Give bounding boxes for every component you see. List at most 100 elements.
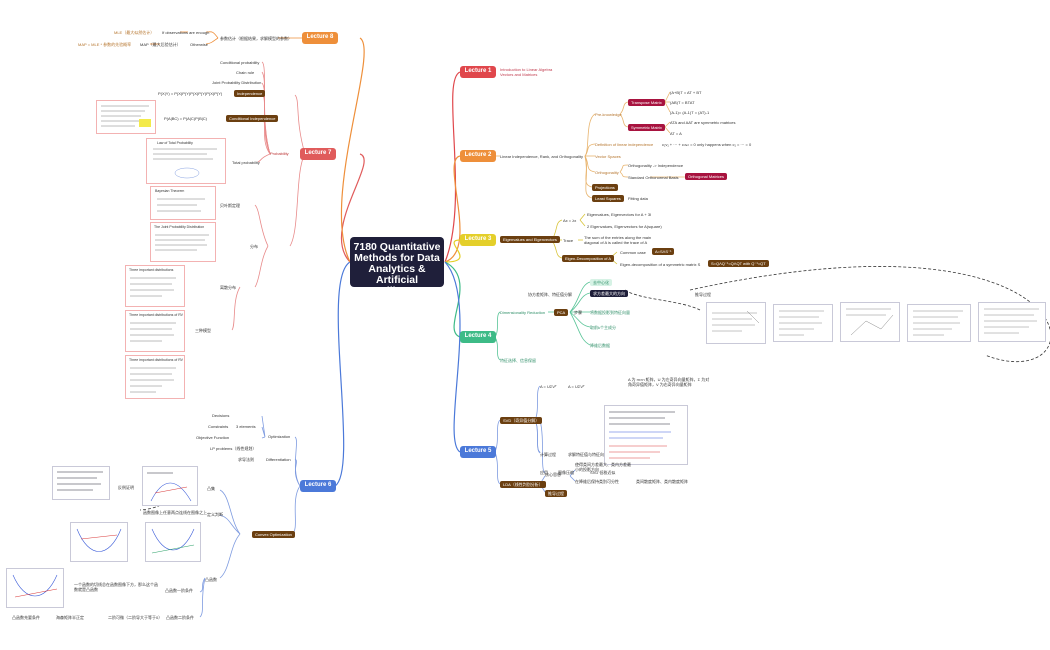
lecture-7-node[interactable]: Lecture 7 bbox=[300, 148, 336, 160]
model-1-title: Three important distributions bbox=[129, 268, 174, 272]
bayes-node[interactable]: 贝叶斯定理 bbox=[220, 203, 240, 208]
orthogonal-matrices-node[interactable]: Orthogonal Matrices bbox=[685, 173, 728, 180]
differentiation-node[interactable]: Differentiation bbox=[266, 457, 291, 462]
transpose-rule-3: (A-1)= (A-1)T = (AT)-1 bbox=[670, 110, 710, 115]
svd-node[interactable]: SVD（奇异值分解） bbox=[500, 417, 543, 424]
dim-reduction-node[interactable]: Dimensionality Reduction bbox=[500, 310, 546, 315]
pca-derivation-image-4 bbox=[907, 304, 971, 342]
map-condition: Otherwise bbox=[190, 42, 209, 47]
first-order-condition[interactable]: 凸函数一阶条件 bbox=[165, 588, 193, 593]
independence-node[interactable]: Independence bbox=[234, 90, 266, 97]
ax-lambda-x[interactable]: Ax = λx bbox=[563, 218, 577, 223]
pca-derivation-image-1 bbox=[706, 302, 766, 344]
decisions-item: Decisions bbox=[212, 413, 230, 418]
svd-formula-1: A = UΣVᵀ bbox=[540, 384, 557, 389]
joint-probability: Joint Probability Distribution bbox=[212, 80, 262, 85]
convex-note: 函数图像上任意两点连线在图像之上 bbox=[143, 510, 207, 515]
second-order-condition[interactable]: 凸函数二阶条件 bbox=[166, 615, 194, 620]
trace-node[interactable]: Trace bbox=[563, 238, 574, 243]
conditional-independence-node[interactable]: Conditional Independence bbox=[226, 115, 279, 122]
lecture-2-node[interactable]: Lecture 2 bbox=[460, 150, 496, 162]
feature-selection-node[interactable]: 特征选择、信息保留 bbox=[500, 358, 536, 363]
eigen-square: 2 Eigenvalues, Eigenvectors for A(square… bbox=[587, 224, 662, 229]
convex-def-node[interactable]: 定义判断 bbox=[207, 512, 223, 517]
conditional-independence-formula: P(A|BC) = P(A|C)P(B|C) bbox=[164, 116, 208, 121]
lecture-1-node[interactable]: Lecture 1 bbox=[460, 66, 496, 78]
three-elements-node[interactable]: 3 elements bbox=[236, 424, 256, 429]
joint-distribution-image: The Joint Probability Distribution bbox=[150, 222, 216, 262]
conditional-probability: Conditional probability bbox=[220, 60, 260, 65]
std-orthonormal-basis: Standard Orthonormal Basis bbox=[628, 175, 679, 180]
lecture-4-node[interactable]: Lecture 4 bbox=[460, 331, 496, 343]
root-topic[interactable]: 7180 Quantitative Methods for Data Analy… bbox=[350, 237, 444, 297]
first-order-description: 一个函数的切线总在函数图像下方，那么这个函数就是凸函数 bbox=[74, 582, 158, 592]
optimization-node[interactable]: Optimization bbox=[268, 434, 291, 439]
transpose-rule-1: (A+B)T = AT + BT bbox=[670, 90, 702, 95]
mle-condition: If observations are enough bbox=[162, 30, 210, 35]
model-3-title: Three important distributions of RV bbox=[129, 358, 184, 362]
vector-spaces-node[interactable]: Vector Spaces bbox=[595, 154, 621, 159]
param-estimation-node[interactable]: 参数估计（根据结果，求解模型的参数） bbox=[220, 36, 292, 41]
pca-note: 协方差矩阵、特征值分解 bbox=[528, 292, 572, 297]
lda-node[interactable]: LDA（线性判别分析） bbox=[500, 481, 546, 488]
least-squares-node[interactable]: Least Squares bbox=[592, 195, 624, 202]
convex-set-node[interactable]: 凸集 bbox=[207, 486, 215, 491]
pca-node[interactable]: PCA bbox=[554, 309, 569, 316]
preknowledge-node[interactable]: Pre-knowledge bbox=[595, 112, 622, 117]
symmetric-matrix-node[interactable]: Symmetric Matrix bbox=[628, 124, 665, 131]
eigen-topic[interactable]: Eigenvalues and Eigenvectors bbox=[500, 236, 560, 243]
convex-function-image-1 bbox=[70, 522, 128, 562]
lecture-5-node[interactable]: Lecture 5 bbox=[460, 446, 496, 458]
lecture-8-node[interactable]: Lecture 8 bbox=[302, 32, 338, 44]
total-probability-image: Law of Total Probability bbox=[146, 138, 226, 184]
bayes-theorem-image: Bayesian Theorem bbox=[150, 186, 216, 220]
projections-node[interactable]: Projections bbox=[592, 184, 618, 191]
symmetric-decomposition: Eigen-decomposition of a symmetric matri… bbox=[620, 262, 701, 267]
convex-set-image bbox=[142, 466, 198, 506]
lecture-2-topic[interactable]: Linear Independence, Rank, and Orthogona… bbox=[500, 154, 583, 159]
lda-derivation[interactable]: 推导过程 bbox=[545, 490, 567, 497]
distribution-model-image-1: Three important distributions bbox=[125, 265, 185, 307]
distribution-node[interactable]: 分布 bbox=[250, 244, 258, 249]
symmetric-rule-2: AT = A bbox=[670, 131, 682, 136]
mle-node: MLE（最大似然估计） bbox=[114, 30, 155, 35]
symmetric-formula: S=QΛQ⁻¹=QΛQT with Q⁻¹=QT bbox=[708, 260, 769, 267]
map-formula: MAP = MLE * 参数的先验概率 bbox=[78, 42, 132, 47]
common-case-formula: A=SΛS⁻¹ bbox=[652, 248, 675, 255]
independence-formula: P(X|Y) = P(X)P(Y)P(X)P(Y)P(X)P(Y) bbox=[158, 91, 223, 96]
lecture-3-node[interactable]: Lecture 3 bbox=[460, 234, 496, 246]
common-case: Common case bbox=[620, 250, 646, 255]
orthogonality-node[interactable]: Orthogonality bbox=[595, 170, 619, 175]
constraints-item: Constraints bbox=[208, 424, 229, 429]
pca-derivation-label: 推导过程 bbox=[695, 292, 711, 297]
three-models-node[interactable]: 三种模型 bbox=[195, 328, 211, 333]
transpose-rule-2: (AB)T = BTAT bbox=[670, 100, 695, 105]
objective-function-item: Objective Function bbox=[196, 435, 230, 440]
svd-application[interactable]: 应用 bbox=[540, 470, 548, 475]
discrete-distribution-node[interactable]: 离散分布 bbox=[220, 285, 236, 290]
convex-optimization-node[interactable]: Convex Optimization bbox=[252, 531, 295, 538]
pca-step-3: 将数据投影到特征向量 bbox=[590, 310, 630, 315]
trace-value: The sum of the entries along the main di… bbox=[584, 235, 652, 245]
probability-node[interactable]: Probability bbox=[270, 151, 289, 156]
convex-function-node[interactable]: 凸函数 bbox=[205, 577, 217, 582]
lecture-6-node[interactable]: Lecture 6 bbox=[300, 480, 336, 492]
hessian-psd: 海森矩阵半正定 bbox=[56, 615, 84, 620]
total-probability-node[interactable]: Total probability bbox=[232, 160, 260, 165]
pca-derivation-image-3 bbox=[840, 302, 900, 342]
counterexample-proof: 反例证明 bbox=[118, 485, 134, 490]
fitting-data: Fitting data bbox=[628, 196, 648, 201]
lecture-1-topic[interactable]: Introduction to Linear Algebra Vectors a… bbox=[500, 67, 553, 77]
svd-description: A 为 m×n 矩阵，U 为左奇异向量矩阵，Σ 为对角奇异值矩阵，V 为右奇异向… bbox=[628, 377, 710, 387]
pca-step-5: 降维后数据 bbox=[590, 343, 610, 348]
model-2-title: Three important distributions of RV bbox=[129, 313, 184, 317]
eigen-decomposition-node[interactable]: Eigen-Decomposition of A bbox=[562, 255, 615, 262]
pca-step-1: 去中心化 bbox=[590, 279, 612, 286]
svd-calc-process[interactable]: 计算过程 bbox=[540, 452, 556, 457]
lda-core-idea[interactable]: 核心思想 bbox=[545, 472, 561, 477]
transpose-matrix-node[interactable]: Transpose Matrix bbox=[628, 99, 665, 106]
pca-step-2: 求方差最大的方向 bbox=[590, 290, 628, 297]
eigen-a-plus-3i: Eigenvalues, Eigenvectors for A + 3I bbox=[587, 212, 652, 217]
def-independence-node[interactable]: Definition of linear independence bbox=[595, 142, 654, 147]
